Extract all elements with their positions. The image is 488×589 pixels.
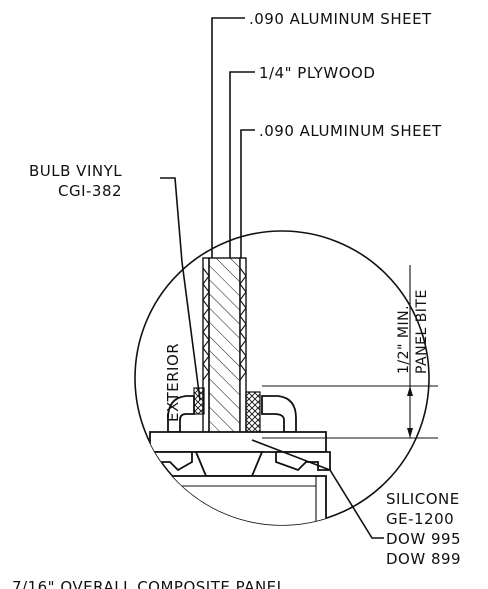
label-bulb-vinyl-code: CGI-382 [58, 182, 122, 200]
label-panel-bite: PANEL BITE [414, 289, 430, 374]
label-footer: 7/16" OVERALL COMPOSITE PANEL [12, 578, 286, 589]
label-bite-min: 1/2" MIN. [396, 305, 412, 374]
silicone-leader [251, 439, 384, 539]
label-aluminum-sheet-second: .090 ALUMINUM SHEET [259, 122, 442, 140]
label-bulb-vinyl: BULB VINYL [29, 162, 122, 180]
label-plywood: 1/4" PLYWOOD [259, 64, 375, 82]
leader-lines [160, 17, 255, 401]
label-silicone: SILICONE [386, 490, 460, 508]
label-silicone-dow995: DOW 995 [386, 530, 461, 548]
label-aluminum-sheet-top: .090 ALUMINUM SHEET [249, 10, 432, 28]
panel-bite-dimension [262, 265, 438, 439]
label-silicone-ge: GE-1200 [386, 510, 454, 528]
label-exterior: EXTERIOR [164, 343, 182, 422]
label-silicone-dow899: DOW 899 [386, 550, 461, 568]
